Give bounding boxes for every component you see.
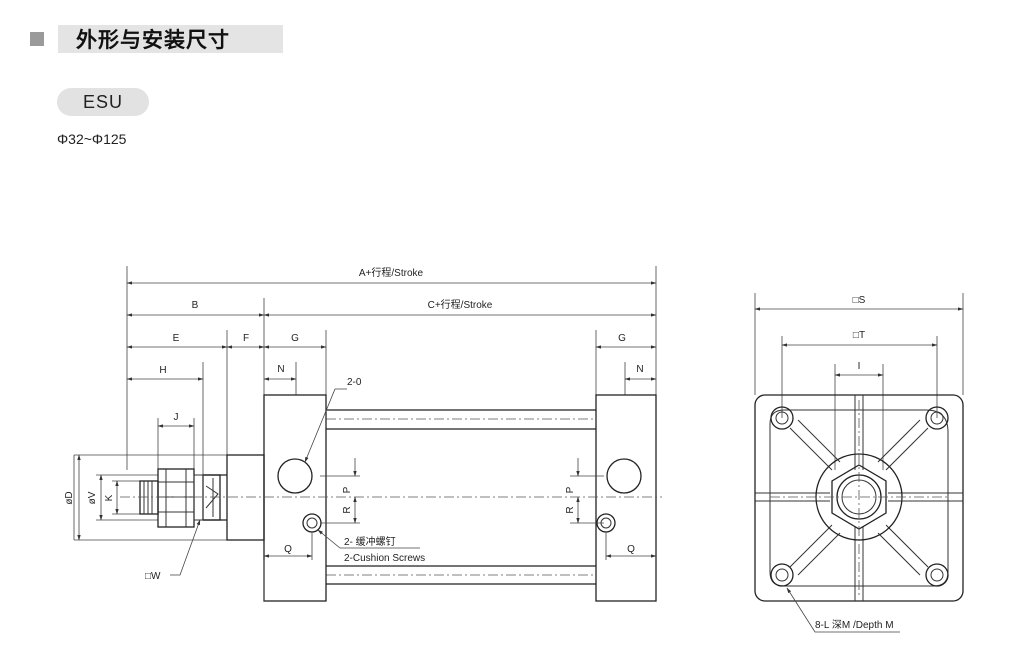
label-d: øD — [64, 491, 75, 504]
end-plate-ribs — [755, 395, 963, 601]
section-title: 外形与安装尺寸 — [76, 28, 230, 52]
label-g-left: G — [291, 333, 299, 344]
rear-cover — [595, 394, 657, 602]
mount-hole-icon — [770, 563, 794, 587]
end-plate — [754, 394, 964, 602]
pr-dims-right — [570, 458, 604, 524]
mount-hole-icon — [925, 563, 949, 587]
label-q-right: Q — [627, 544, 635, 555]
leader-mount — [786, 587, 900, 633]
label-w: □W — [145, 571, 161, 582]
label-s: □S — [853, 295, 866, 306]
label-r-left: R — [342, 506, 353, 513]
label-p-left: P — [342, 486, 353, 493]
dimension-lines — [126, 281, 657, 428]
extension-lines — [126, 266, 657, 475]
label-c: C+行程/Stroke — [428, 298, 493, 311]
label-t: □T — [853, 330, 865, 341]
label-k: K — [104, 494, 115, 501]
side-view: A+行程/Stroke B C+行程/Stroke E F G G H N N … — [64, 266, 662, 602]
front-cover — [263, 394, 327, 602]
label-i: I — [858, 361, 861, 372]
model-badge: ESU — [57, 88, 149, 116]
mount-hole-icon — [770, 406, 794, 430]
port-left-icon — [277, 458, 313, 494]
end-view: □S □T I — [754, 293, 964, 633]
label-n-left: N — [277, 364, 284, 375]
port-right-icon — [606, 458, 642, 494]
mounting-holes — [770, 406, 949, 587]
label-n-right: N — [636, 364, 643, 375]
piston-rod — [139, 468, 227, 528]
label-v: øV — [87, 491, 98, 504]
label-p-right: P — [565, 486, 576, 493]
model-name: ESU — [82, 91, 123, 112]
label-cushion-en: 2-Cushion Screws — [344, 553, 425, 564]
mount-hole-icon — [925, 406, 949, 430]
q-dims — [263, 532, 657, 601]
vertical-dims-rod — [73, 454, 227, 541]
label-e: E — [173, 333, 180, 344]
label-q-left: Q — [284, 544, 292, 555]
cushion-screw-left-icon — [302, 513, 322, 533]
label-b: B — [192, 300, 199, 311]
cylinder-barrel — [326, 409, 596, 585]
pr-dims-left — [320, 458, 360, 524]
label-r-right: R — [565, 506, 576, 513]
leader-lines — [170, 388, 420, 576]
label-cushion-cn: 2- 缓冲螺钉 — [344, 535, 396, 548]
section-marker — [30, 32, 44, 46]
label-h: H — [159, 365, 166, 376]
label-f: F — [243, 333, 249, 344]
label-port: 2-0 — [347, 377, 362, 388]
label-overall: A+行程/Stroke — [359, 266, 424, 279]
neck-boss — [226, 454, 265, 541]
section-title-bar: 外形与安装尺寸 — [58, 25, 283, 53]
label-g-right: G — [618, 333, 626, 344]
bore-range: Φ32~Φ125 — [57, 131, 127, 147]
label-j: J — [174, 412, 179, 423]
label-mount: 8-L 深M /Depth M — [815, 619, 894, 631]
